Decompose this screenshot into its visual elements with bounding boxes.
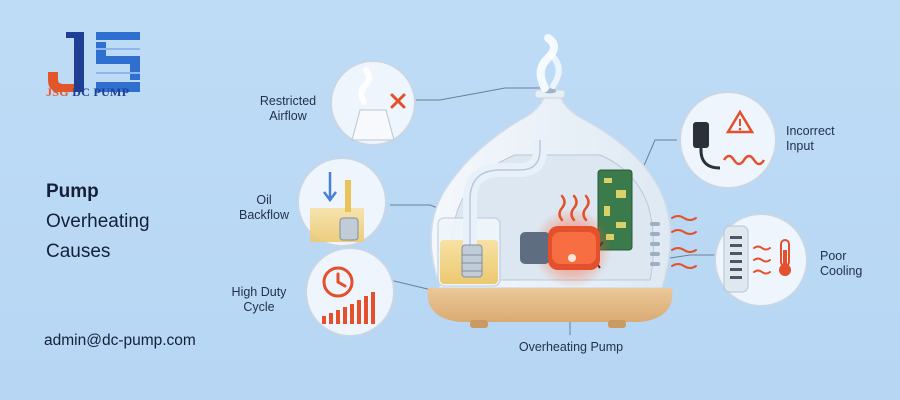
label-poor-cooling: Poor Cooling xyxy=(820,249,890,279)
label-line: Input xyxy=(786,139,814,153)
label-high-duty-cycle: High Duty Cycle xyxy=(216,285,302,315)
label-incorrect-input: Incorrect Input xyxy=(786,124,876,154)
contact-email[interactable]: admin@dc-pump.com xyxy=(44,332,196,349)
warning-icon xyxy=(725,109,755,134)
label-line: Cooling xyxy=(820,264,863,278)
poor-cooling-callout xyxy=(714,213,808,307)
label-line: Oil xyxy=(256,193,272,207)
title-line-1: Pump xyxy=(46,181,99,202)
incorrect-input-callout xyxy=(679,91,777,189)
label-restricted-airflow: Restricted Airflow xyxy=(250,94,326,124)
page-title: Pump Overheating Causes xyxy=(46,177,150,267)
bars-icon xyxy=(322,292,375,324)
label-overheating-pump: Overheating Pump xyxy=(518,340,624,354)
brand-name-primary: JSG xyxy=(46,85,69,99)
label-line: High Duty xyxy=(231,285,287,299)
high-duty-cycle-callout xyxy=(305,247,395,337)
label-oil-backflow: Oil Backflow xyxy=(226,193,302,223)
power-adapter-icon xyxy=(693,122,709,148)
clock-icon xyxy=(322,266,354,298)
brand-name: JSG DC PUMP xyxy=(46,85,129,100)
label-line: Restricted xyxy=(259,94,317,108)
thermometer-icon xyxy=(779,239,791,276)
brand-logo xyxy=(48,32,140,92)
brand-name-secondary: DC PUMP xyxy=(72,85,130,99)
label-line: Cycle xyxy=(243,300,275,314)
x-icon xyxy=(390,93,406,109)
diffuser-body xyxy=(427,34,697,328)
label-line: Airflow xyxy=(269,109,307,123)
title-line-3: Causes xyxy=(46,241,111,262)
label-line: Incorrect xyxy=(786,124,835,138)
title-line-2: Overheating xyxy=(46,211,150,232)
restricted-airflow-callout xyxy=(330,60,416,146)
label-line: Backflow xyxy=(238,208,290,222)
label-line: Poor xyxy=(820,249,847,263)
oil-backflow-callout xyxy=(297,157,387,247)
